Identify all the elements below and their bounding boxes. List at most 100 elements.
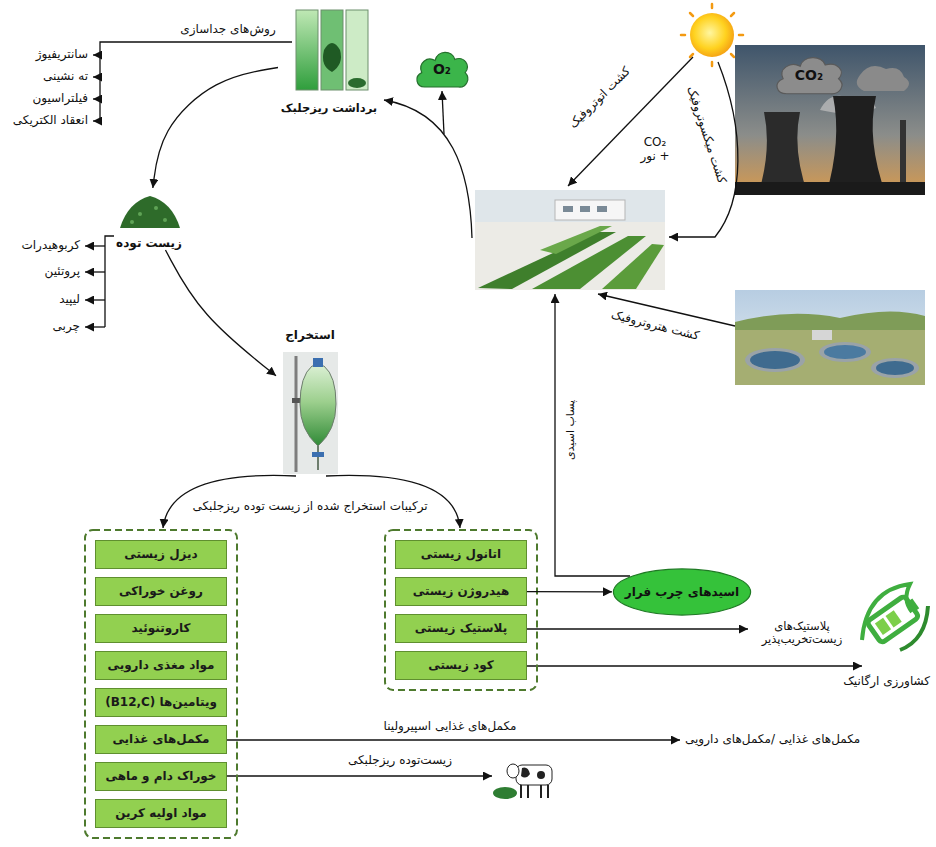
livestock-icon [521, 768, 530, 778]
method-item: انعقاد الکتریکی [13, 114, 88, 128]
harvest-cuvettes [348, 78, 366, 88]
pond-photo [475, 190, 665, 290]
product-box: کود زیستی [395, 651, 527, 680]
flow-arrows [527, 665, 862, 666]
product-box: ویتامین‌ها (B12,C) [95, 688, 227, 717]
harvest-cuvettes [323, 43, 341, 72]
product-box: خوراک دام و ماهی [95, 762, 227, 791]
pond-photo [597, 206, 607, 212]
product-box: مواد اولیه کرین [95, 799, 227, 828]
wastewater-plant-photo [750, 351, 800, 369]
image-caption: استخراج [285, 328, 335, 342]
sun-icon [711, 4, 714, 8]
flow-arrows [227, 775, 492, 776]
wastewater-plant-photo [876, 361, 914, 375]
pond-photo [602, 244, 664, 289]
product-box: دیزل زیستی [95, 540, 227, 569]
wastewater-plant-photo [735, 330, 925, 385]
wastewater-plant-photo [745, 348, 805, 372]
sun-icon [681, 34, 685, 37]
wastewater-plant-photo [824, 345, 866, 359]
sun-icon [711, 62, 714, 66]
flow-arrows [555, 294, 630, 576]
product-box: مواد مغذی دارویی [95, 651, 227, 680]
composition-item: چربی [53, 320, 80, 334]
bioplastic-battery-icon [862, 584, 928, 650]
power-plant-photo [857, 66, 909, 91]
power-plant-photo [735, 45, 925, 195]
method-item: سانتریفیوژ [36, 48, 88, 62]
ellipse-text: اسیدهای چرب فرار [625, 585, 739, 599]
product-group-frame [85, 530, 237, 838]
flow-arrows [384, 100, 472, 238]
product-box: پلاستیک زیستی [395, 614, 527, 643]
method-item: ته نشینی [43, 70, 88, 84]
livestock-icon [493, 787, 517, 799]
gas-label: O₂ [433, 61, 451, 78]
flow-arrow [165, 250, 276, 376]
wastewater-plant-photo [871, 358, 919, 378]
product-name: خوراک دام و ماهی [106, 769, 217, 783]
wastewater-plant-photo [735, 311, 925, 385]
separatory-funnel-photo [283, 352, 338, 474]
acid-ellipse: اسیدهای چرب فرار [612, 568, 752, 616]
pond-photo [475, 190, 665, 290]
flow-arrows [93, 76, 100, 77]
method-item: فیلتراسیون [32, 92, 88, 106]
separatory-funnel-photo [313, 358, 323, 367]
wastewater-plant-photo [735, 290, 925, 385]
bioplastic-battery-icon [900, 606, 928, 650]
product-name: مواد اولیه کرین [115, 806, 207, 820]
product-label: کشاورزی ارگانیک [843, 675, 930, 689]
ellipse-shape [613, 569, 750, 615]
livestock-icon [493, 764, 552, 799]
product-group-frame [385, 530, 537, 690]
livestock-icon [527, 785, 529, 798]
separatory-funnel-photo [295, 356, 298, 472]
harvest-cuvettes [296, 10, 368, 90]
pond-photo [563, 206, 573, 212]
biomass-pile [130, 220, 134, 224]
product-name: کود زیستی [428, 658, 494, 672]
flow-arrow [527, 591, 612, 592]
product-box: مکمل‌های غذایی [95, 725, 227, 754]
harvest-cuvettes [346, 10, 368, 90]
flow-arrows [669, 62, 738, 237]
flow-arrows [93, 120, 100, 121]
flow-label: کشت میکسوتروفیک [684, 85, 728, 186]
product-name: مواد مغذی دارویی [108, 658, 215, 672]
pond-photo [580, 206, 590, 212]
harvest-image: برداشت ریزجلبک [278, 2, 380, 116]
image-caption: برداشت ریزجلبک [281, 102, 377, 116]
flow-arrows [85, 326, 105, 327]
gas-label: CO₂ [795, 67, 823, 84]
product-name: اتانول زیستی [421, 547, 501, 561]
product-name: روغن خوراکی [119, 584, 203, 598]
sun-icon [690, 13, 734, 57]
power-plant-photo [735, 45, 925, 195]
composition-item: پروتئین [45, 265, 80, 279]
biomass-pile [120, 196, 180, 228]
flow-arrows [227, 739, 680, 740]
sun-icon [681, 4, 743, 66]
pond-photo [540, 226, 612, 254]
flow-arrows [85, 299, 105, 300]
biomass-pile [120, 196, 180, 228]
flow-label: کشت اتوتروفیک [567, 65, 634, 132]
flow-arrows [85, 42, 862, 776]
harvest-cuvettes [296, 10, 318, 90]
cloud-shape [777, 58, 842, 94]
product-label: مکمل‌های غذایی /مکمل‌های دارویی [685, 733, 860, 747]
bioplastic-battery-icon [862, 584, 912, 640]
cloud-shape [417, 52, 468, 87]
flow-arrows [85, 271, 105, 272]
sun-icon [731, 13, 734, 16]
sun-icon [690, 54, 693, 57]
product-name: کاروتنوئید [131, 621, 190, 635]
sun-icon [681, 4, 743, 66]
pond-photo [555, 200, 625, 220]
flow-label: کشت هتروتروفیک [610, 308, 701, 343]
sun-icon [690, 13, 693, 16]
product-box: اتانول زیستی [395, 540, 527, 569]
